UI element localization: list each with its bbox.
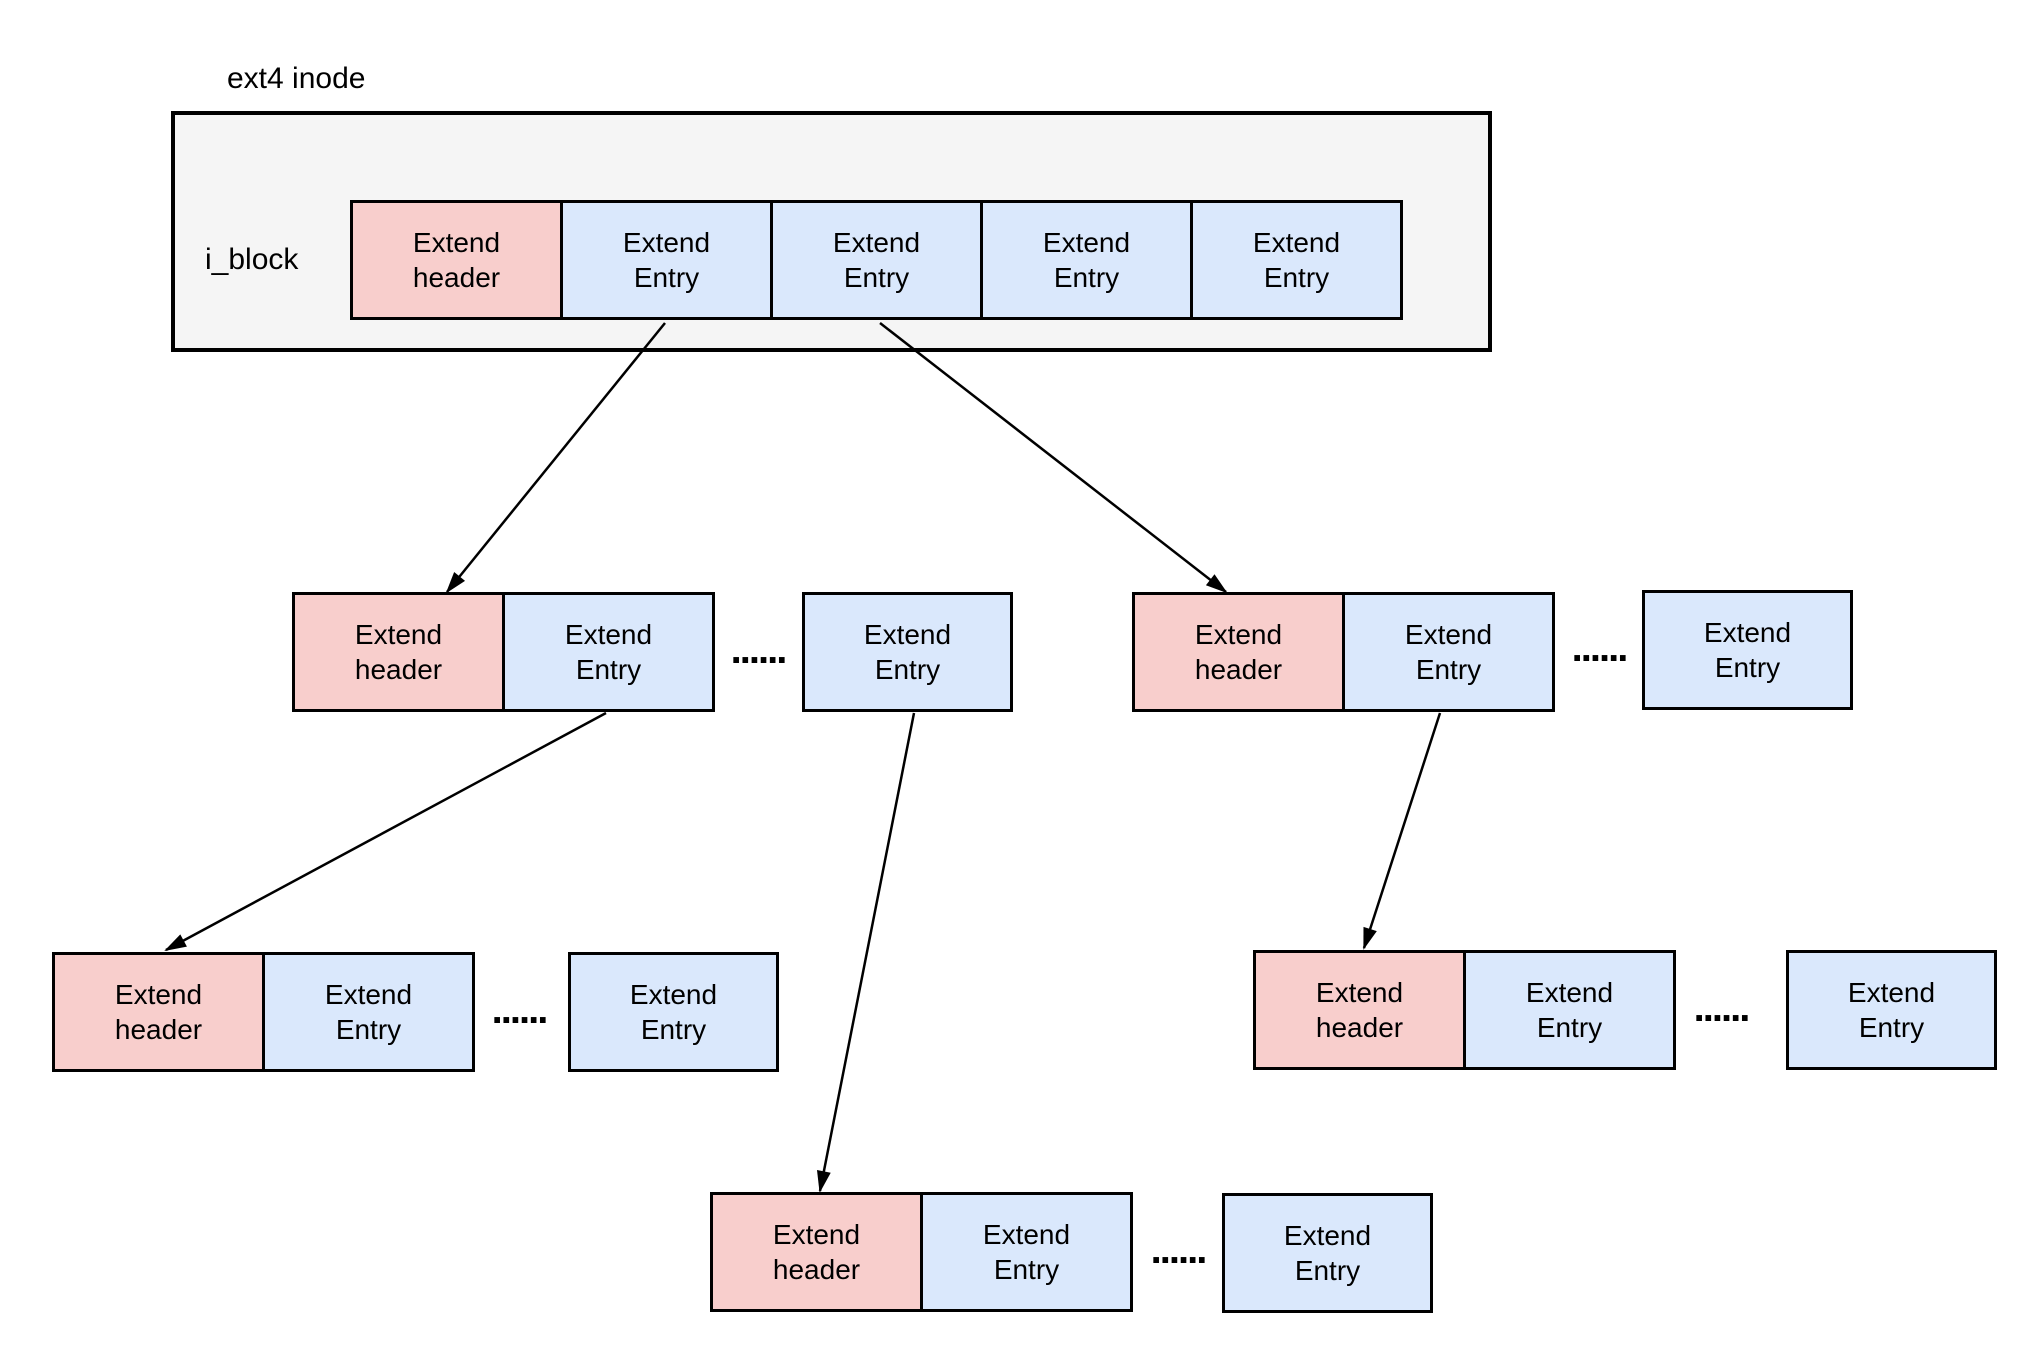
ellipsis: ...... <box>1693 986 1751 1030</box>
index-left-header-cell: Extend header <box>292 592 505 712</box>
index-right-entry-cell: Extend Entry <box>1342 592 1555 712</box>
leaf-left-header-cell: Extend header <box>52 952 265 1072</box>
leaf-left-last-entry-cell: Extend Entry <box>568 952 779 1072</box>
ext4-inode-title: ext4 inode <box>227 62 366 95</box>
root-extent-entry-cell-3: Extend Entry <box>980 200 1193 320</box>
ellipsis: ...... <box>1150 1228 1208 1272</box>
leaf-right-header-cell: Extend header <box>1253 950 1466 1070</box>
root-extent-entry-cell-2: Extend Entry <box>770 200 983 320</box>
root-extent-entry-cell-4: Extend Entry <box>1190 200 1403 320</box>
i-block-label: i_block <box>205 243 299 276</box>
arrow-index-left-to-leaf-bottom <box>816 712 916 1193</box>
leaf-right-last-entry-cell: Extend Entry <box>1786 950 1997 1070</box>
leaf-bottom-entry-cell: Extend Entry <box>920 1192 1133 1312</box>
arrow-root-entry2-to-index-right <box>879 322 1228 594</box>
arrow-index-right-to-leaf-right <box>1362 712 1442 950</box>
index-right-last-entry-cell: Extend Entry <box>1642 590 1853 710</box>
index-left-entry-cell: Extend Entry <box>502 592 715 712</box>
leaf-bottom-last-entry-cell: Extend Entry <box>1222 1193 1433 1313</box>
root-extent-entry-cell-1: Extend Entry <box>560 200 773 320</box>
root-extent-header-cell: Extend header <box>350 200 563 320</box>
arrow-root-entry1-to-index-left <box>445 322 666 594</box>
arrow-index-left-to-leaf-left <box>164 711 607 952</box>
ellipsis: ...... <box>491 988 549 1032</box>
leaf-left-entry-cell: Extend Entry <box>262 952 475 1072</box>
ellipsis: ...... <box>730 628 788 672</box>
ellipsis: ...... <box>1571 626 1629 670</box>
index-left-last-entry-cell: Extend Entry <box>802 592 1013 712</box>
leaf-bottom-header-cell: Extend header <box>710 1192 923 1312</box>
index-right-header-cell: Extend header <box>1132 592 1345 712</box>
leaf-right-entry-cell: Extend Entry <box>1463 950 1676 1070</box>
